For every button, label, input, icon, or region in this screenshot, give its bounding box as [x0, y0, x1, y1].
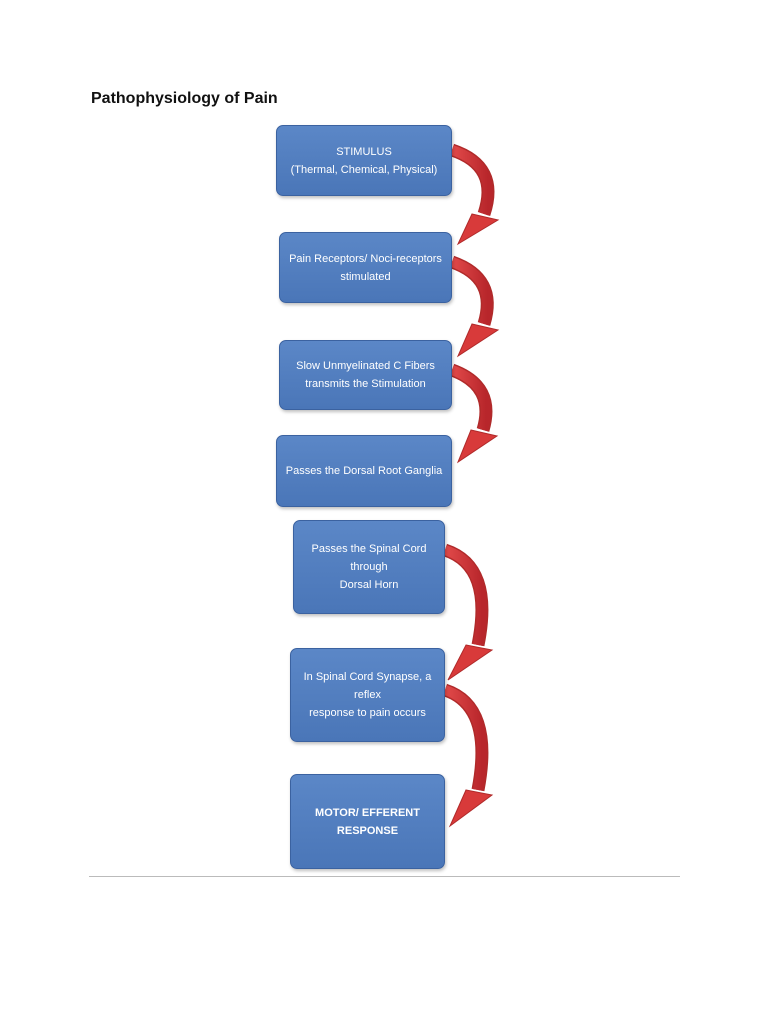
- arrow-2-to-3: [449, 255, 500, 358]
- arrow-1-to-2: [449, 143, 500, 246]
- page-title: Pathophysiology of Pain: [91, 90, 278, 107]
- step-stimulus: STIMULUS (Thermal, Chemical, Physical): [276, 125, 452, 196]
- step-dorsal-root-ganglia: Passes the Dorsal Root Ganglia: [276, 435, 452, 507]
- arrow-3-to-4: [449, 363, 499, 464]
- step-5-line-1: Passes the Spinal Cord through: [311, 543, 427, 573]
- arrow-5-to-6: [442, 543, 494, 681]
- step-7-line-1: MOTOR/ EFFERENT RESPONSE: [315, 806, 420, 837]
- step-3-line-2: transmits the Stimulation: [305, 378, 426, 390]
- step-5-line-2: Dorsal Horn: [339, 579, 399, 591]
- step-spinal-synapse: In Spinal Cord Synapse, a reflex respons…: [290, 648, 445, 742]
- step-pain-receptors: Pain Receptors/ Noci-receptors stimulate…: [279, 232, 452, 303]
- step-6-line-2: response to pain occurs: [309, 707, 426, 719]
- step-2-line-1: Pain Receptors/ Noci-receptors: [289, 252, 442, 265]
- step-2-line-2: stimulated: [340, 270, 391, 283]
- divider-line: [89, 876, 680, 877]
- step-1-line-1: STIMULUS: [336, 145, 392, 158]
- step-3-line-1: Slow Unmyelinated C Fibers: [296, 360, 435, 372]
- arrow-6-to-7: [442, 683, 494, 828]
- step-6-line-1: In Spinal Cord Synapse, a reflex: [303, 671, 432, 701]
- step-motor-response: MOTOR/ EFFERENT RESPONSE: [290, 774, 445, 869]
- step-dorsal-horn: Passes the Spinal Cord through Dorsal Ho…: [293, 520, 445, 614]
- step-4-line-1: Passes the Dorsal Root Ganglia: [285, 465, 443, 477]
- step-c-fibers: Slow Unmyelinated C Fibers transmits the…: [279, 340, 452, 410]
- step-1-line-2: (Thermal, Chemical, Physical): [290, 163, 438, 176]
